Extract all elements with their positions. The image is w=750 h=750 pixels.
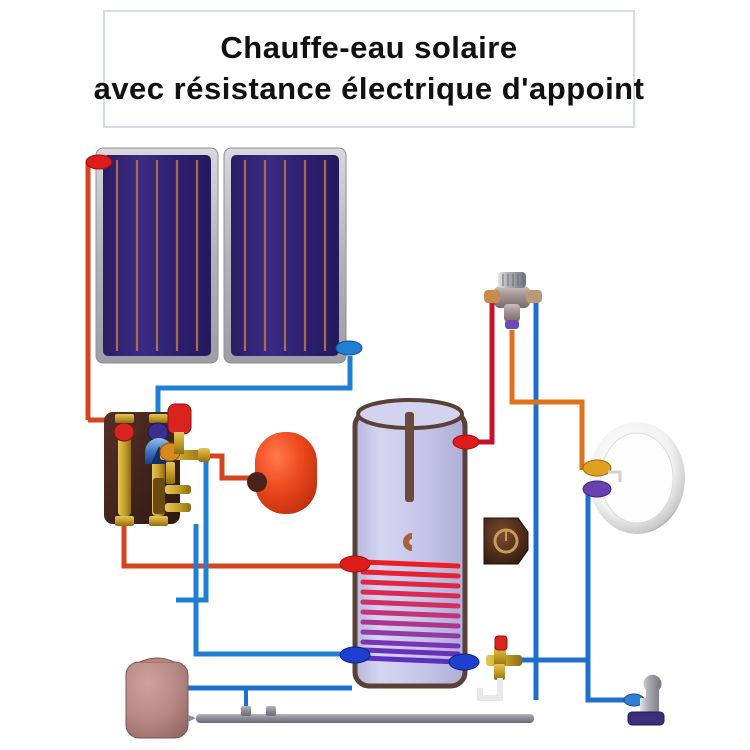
electric-heating-element bbox=[403, 532, 496, 552]
solar-station bbox=[104, 403, 210, 526]
station-left-gauge bbox=[113, 422, 135, 442]
stop-valve-body bbox=[640, 674, 662, 716]
panel-left bbox=[95, 147, 219, 364]
pipe-solar-hot-to-tank bbox=[121, 520, 352, 569]
dhw-expansion-vessel bbox=[125, 657, 189, 739]
tank-coil-outlet-port bbox=[339, 646, 371, 664]
tank-coil-inlet-port bbox=[339, 555, 371, 573]
solar-collector-array bbox=[85, 147, 363, 364]
panel-cold-inlet-fitting bbox=[335, 340, 363, 356]
manifold-stub-2 bbox=[266, 706, 276, 716]
washbasin bbox=[582, 422, 685, 534]
stop-valve bbox=[623, 674, 665, 726]
station-fill-cock-lower bbox=[165, 503, 191, 512]
panel-right-risers bbox=[243, 160, 327, 351]
air-vent-vessel bbox=[167, 403, 192, 435]
panel-right bbox=[223, 147, 347, 364]
manifold-stub-1 bbox=[241, 706, 251, 716]
stop-valve-handle bbox=[627, 711, 665, 726]
tank-cold-port bbox=[448, 653, 480, 671]
tank-hot-port bbox=[452, 434, 480, 450]
station-fill-cock-upper bbox=[165, 485, 191, 494]
title-box: Chauffe-eau solaire avec résistance élec… bbox=[94, 10, 644, 128]
discharge-pipe bbox=[477, 678, 503, 701]
pipe-solar-cold-panel-link bbox=[176, 460, 209, 603]
basin-cold-tap bbox=[582, 480, 612, 498]
solar-heat-exchanger-coil bbox=[360, 559, 461, 665]
title-line-1: Chauffe-eau solaire bbox=[220, 30, 518, 65]
storage-tank bbox=[339, 398, 529, 689]
mixing-valve-cap bbox=[498, 272, 526, 288]
pipe-solar-cold-tank-out bbox=[193, 524, 352, 657]
safety-group bbox=[477, 635, 522, 701]
pipe-dhw-cold-main bbox=[536, 657, 636, 703]
pipe-dhw-hot-riser bbox=[470, 300, 495, 445]
pipe-dhw-tempered bbox=[509, 330, 585, 470]
basin-hot-tap bbox=[582, 459, 612, 477]
station-left-tube bbox=[118, 424, 131, 516]
thermostat-dial bbox=[493, 528, 519, 554]
distribution-manifold bbox=[188, 706, 534, 723]
mixing-valve bbox=[484, 272, 542, 329]
anode-rod bbox=[405, 412, 414, 502]
solar-expansion-vessel bbox=[247, 432, 317, 514]
panel-left-risers bbox=[115, 160, 199, 351]
basin-spout bbox=[608, 470, 622, 482]
pipe-solar-cold-station-riser bbox=[155, 356, 353, 524]
expansion-vessel-nipple bbox=[247, 472, 267, 492]
safety-valve-cap bbox=[494, 635, 508, 651]
panel-hot-outlet-fitting bbox=[85, 154, 113, 170]
title-line-2: avec résistance électrique d'appoint bbox=[93, 71, 645, 106]
mixing-valve-outlet-port bbox=[505, 320, 519, 329]
